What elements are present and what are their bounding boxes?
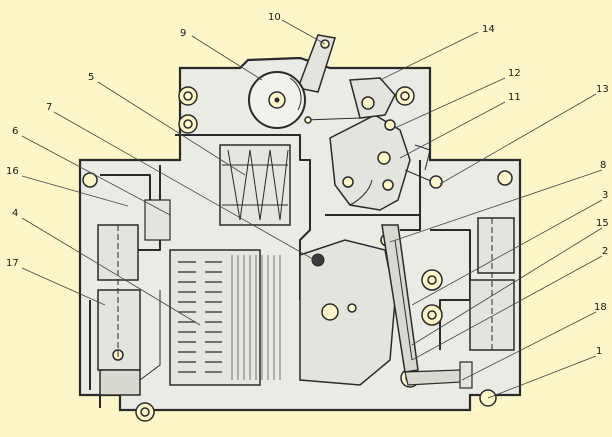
contact-strip — [381, 224, 473, 389]
label-13: 13 — [596, 84, 609, 95]
label-12: 12 — [508, 68, 521, 79]
label-8: 8 — [600, 160, 606, 171]
label-15: 15 — [596, 218, 609, 229]
right-terminal — [469, 217, 515, 351]
label-3: 3 — [602, 190, 608, 201]
coil-spring — [219, 144, 291, 226]
left-terminal — [97, 199, 171, 396]
label-5: 5 — [88, 72, 94, 83]
label-18: 18 — [594, 302, 607, 313]
rotor-knob — [248, 71, 306, 129]
moving-contact — [299, 233, 396, 386]
label-10: 10 — [268, 12, 281, 23]
label-4: 4 — [12, 208, 18, 219]
label-2: 2 — [602, 246, 608, 257]
leader-lines — [21, 19, 603, 399]
callout-labels: 10 9 14 12 11 5 13 7 6 8 16 3 4 15 2 17 … — [6, 12, 609, 357]
trip-mechanism — [304, 77, 443, 211]
mounting-holes — [82, 86, 513, 422]
label-6: 6 — [12, 126, 18, 137]
label-1: 1 — [596, 346, 602, 357]
label-11: 11 — [508, 92, 521, 103]
arc-chute — [169, 249, 281, 386]
label-14: 14 — [482, 24, 495, 35]
label-16: 16 — [6, 166, 19, 177]
label-9: 9 — [180, 28, 186, 39]
label-7: 7 — [46, 102, 52, 113]
label-17: 17 — [6, 258, 19, 269]
